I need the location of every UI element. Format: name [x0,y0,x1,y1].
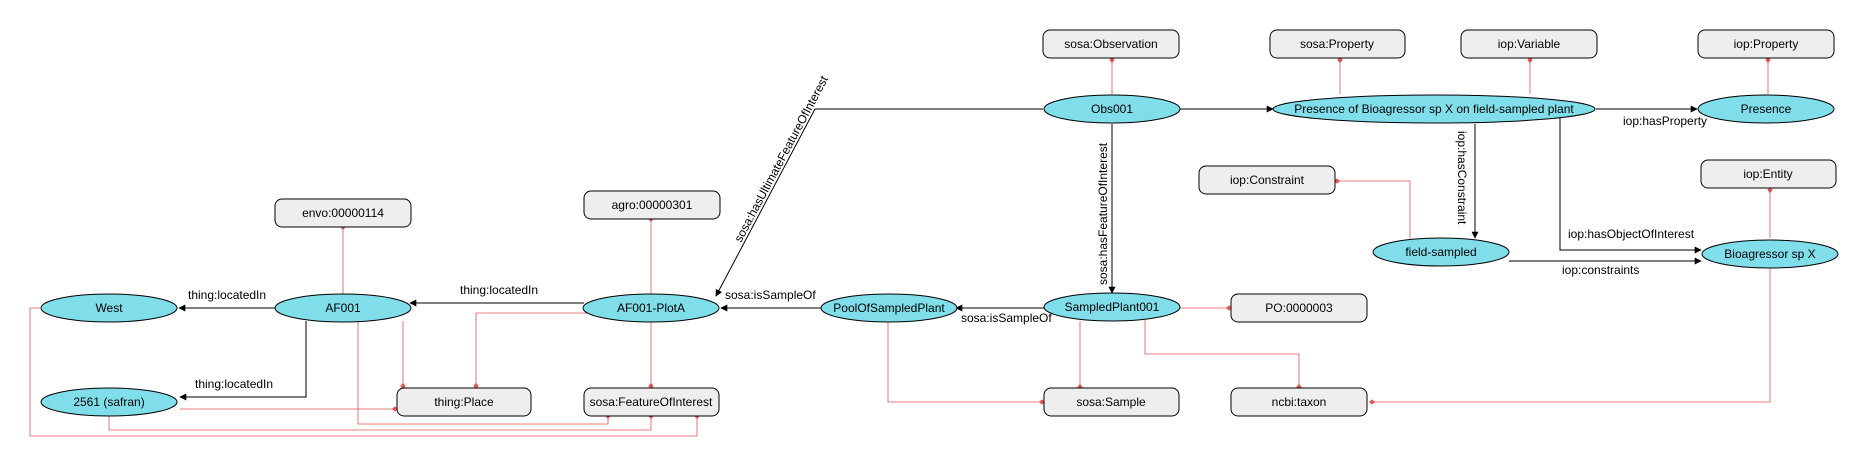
edge-west-foi [29,307,700,437]
svg-text:iop:Variable: iop:Variable [1498,37,1561,51]
svg-text:AF001: AF001 [325,301,361,315]
node-iop-property[interactable]: iop:Property [1697,29,1835,59]
node-bioagressor[interactable]: Bioagressor sp X [1701,239,1839,269]
node-sosa-foi[interactable]: sosa:FeatureOfInterest [583,387,720,417]
svg-text:iop:Constraint: iop:Constraint [1230,173,1305,187]
node-sosa-property[interactable]: sosa:Property [1269,29,1406,59]
node-safran[interactable]: 2561 (safran) [40,387,178,417]
svg-text:sosa:Sample: sosa:Sample [1076,395,1146,409]
node-presence[interactable]: Presence [1697,94,1835,124]
svg-text:agro:00000301: agro:00000301 [612,198,693,212]
svg-text:ncbi:taxon: ncbi:taxon [1272,395,1327,409]
svg-text:Obs001: Obs001 [1091,102,1133,116]
svg-text:Presence: Presence [1741,102,1792,116]
label-is-sample-of-pool: sosa:isSampleOf [961,311,1052,325]
node-thing-place[interactable]: thing:Place [396,387,532,417]
node-sampled-plant001[interactable]: SampledPlant001 [1043,292,1181,322]
svg-text:envo:00000114: envo:00000114 [302,206,384,220]
node-envo[interactable]: envo:00000114 [274,198,412,228]
node-sosa-sample[interactable]: sosa:Sample [1043,387,1180,417]
node-po[interactable]: PO:0000003 [1230,293,1368,323]
node-field-sampled[interactable]: field-sampled [1372,237,1510,267]
label-has-constraint: iop:hasConstraint [1455,131,1469,225]
svg-text:PoolOfSampledPlant: PoolOfSampledPlant [833,301,945,315]
node-presence-variable[interactable]: Presence of Bioagressor sp X on field-sa… [1272,94,1596,124]
svg-text:iop:Property: iop:Property [1734,37,1799,51]
label-located-in-safran: thing:locatedIn [195,377,273,391]
instance-nodes: Obs001 Presence of Bioagressor sp X on f… [40,94,1839,417]
svg-text:sosa:Observation: sosa:Observation [1064,37,1157,51]
edge-af001-safran [179,321,307,401]
edge-presence-var-bioagressor [1559,118,1702,254]
property-edges [178,105,1702,401]
node-agro[interactable]: agro:00000301 [583,190,721,220]
svg-text:PO:0000003: PO:0000003 [1265,301,1333,315]
svg-text:West: West [95,301,123,315]
svg-text:thing:Place: thing:Place [434,395,494,409]
node-ncbi-taxon[interactable]: ncbi:taxon [1230,387,1368,417]
class-nodes: sosa:Observation sosa:Property iop:Varia… [274,29,1837,417]
label-has-object-of-interest: iop:hasObjectOfInterest [1568,227,1695,241]
label-has-foi: sosa:hasFeatureOfInterest [1096,142,1110,285]
node-af001[interactable]: AF001 [274,293,412,323]
node-iop-entity[interactable]: iop:Entity [1700,159,1837,189]
svg-text:sosa:Property: sosa:Property [1300,37,1374,51]
node-west[interactable]: West [40,293,178,323]
edge-safran-foi [108,412,654,431]
svg-text:2561 (safran): 2561 (safran) [73,395,144,409]
label-constraints: iop:constraints [1562,263,1639,277]
node-pool-of-sampled-plant[interactable]: PoolOfSampledPlant [820,293,958,323]
type-edges [29,56,1773,437]
edge-obs001-plota [715,108,1043,297]
svg-text:sosa:FeatureOfInterest: sosa:FeatureOfInterest [590,395,713,409]
node-iop-variable[interactable]: iop:Variable [1460,29,1598,59]
label-is-sample-of-plot: sosa:isSampleOf [725,288,816,302]
edge-plota-place [473,312,590,390]
svg-text:Bioagressor sp X: Bioagressor sp X [1724,247,1815,261]
label-has-ultimate-foi: sosa:hasUltimateFeatureOfInterest [731,73,831,244]
edge-pool-sample [887,321,1046,405]
svg-text:field-sampled: field-sampled [1405,245,1476,259]
label-located-in-af001: thing:locatedIn [460,283,538,297]
node-obs001[interactable]: Obs001 [1043,94,1181,124]
edge-af001-foi [357,321,611,425]
edge-sampled-plant-taxon [1144,320,1302,391]
svg-text:AF001-PlotA: AF001-PlotA [617,301,685,315]
node-sosa-observation[interactable]: sosa:Observation [1042,29,1180,59]
node-af001-plota[interactable]: AF001-PlotA [582,293,720,323]
label-located-in-west: thing:locatedIn [188,288,266,302]
node-iop-constraint[interactable]: iop:Constraint [1198,165,1336,195]
svg-text:SampledPlant001: SampledPlant001 [1065,300,1160,314]
edge-field-sampled-type [1333,178,1411,238]
svg-text:iop:Entity: iop:Entity [1743,167,1792,181]
svg-text:Presence of Bioagressor sp X o: Presence of Bioagressor sp X on field-sa… [1294,102,1574,116]
edge-bioagressor-taxon [1368,268,1771,405]
label-has-property: iop:hasProperty [1623,114,1707,128]
